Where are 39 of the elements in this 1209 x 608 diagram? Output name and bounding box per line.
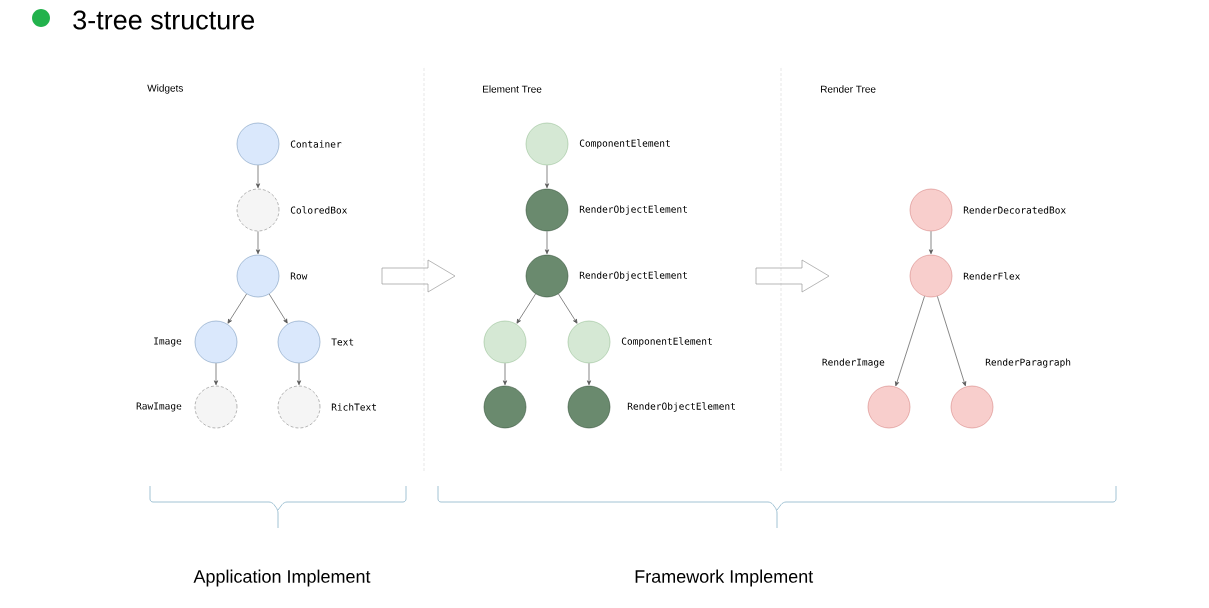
arrow <box>213 362 219 386</box>
title: 3-tree structure <box>73 10 255 30</box>
node-label: ComponentElement <box>579 139 670 149</box>
arrow <box>268 293 288 324</box>
arrow <box>296 362 302 386</box>
arrow <box>558 293 578 324</box>
arrow <box>928 230 934 255</box>
tree-node <box>483 320 527 364</box>
tree-heading: Widgets <box>147 84 183 94</box>
arrow <box>544 164 550 189</box>
arrow <box>255 230 261 255</box>
node-label: RenderParagraph <box>985 358 1071 368</box>
node-label: RenderObjectElement <box>627 402 735 412</box>
arrow <box>544 230 550 255</box>
node-label: RenderFlex <box>963 272 1021 280</box>
node-label: RenderObjectElement <box>579 205 687 215</box>
section-label: Application Implement <box>193 569 371 587</box>
arrow <box>586 362 592 386</box>
node-label: Text <box>331 338 354 346</box>
section-label: Framework Implement <box>635 569 814 587</box>
tree-heading: Element Tree <box>483 85 542 93</box>
tree-node <box>483 385 527 429</box>
node-label: Row <box>290 272 308 280</box>
arrow <box>937 295 967 387</box>
node-label: RichText <box>331 403 376 411</box>
node-label: RenderObjectElement <box>579 271 687 281</box>
node-label: RenderImage <box>822 358 885 368</box>
arrow <box>255 164 261 189</box>
arrow <box>227 293 247 324</box>
tree-heading: Render Tree <box>821 85 876 93</box>
node-label: RenderDecoratedBox <box>963 206 1066 214</box>
arrow <box>516 293 536 324</box>
arrow <box>502 362 508 386</box>
node-label: ColoredBox <box>290 206 348 214</box>
node-label: ComponentElement <box>621 337 712 347</box>
arrow <box>895 295 925 387</box>
node-label: Container <box>290 140 342 148</box>
node-label: Image <box>154 337 182 347</box>
node-label: RawImage <box>136 402 182 412</box>
